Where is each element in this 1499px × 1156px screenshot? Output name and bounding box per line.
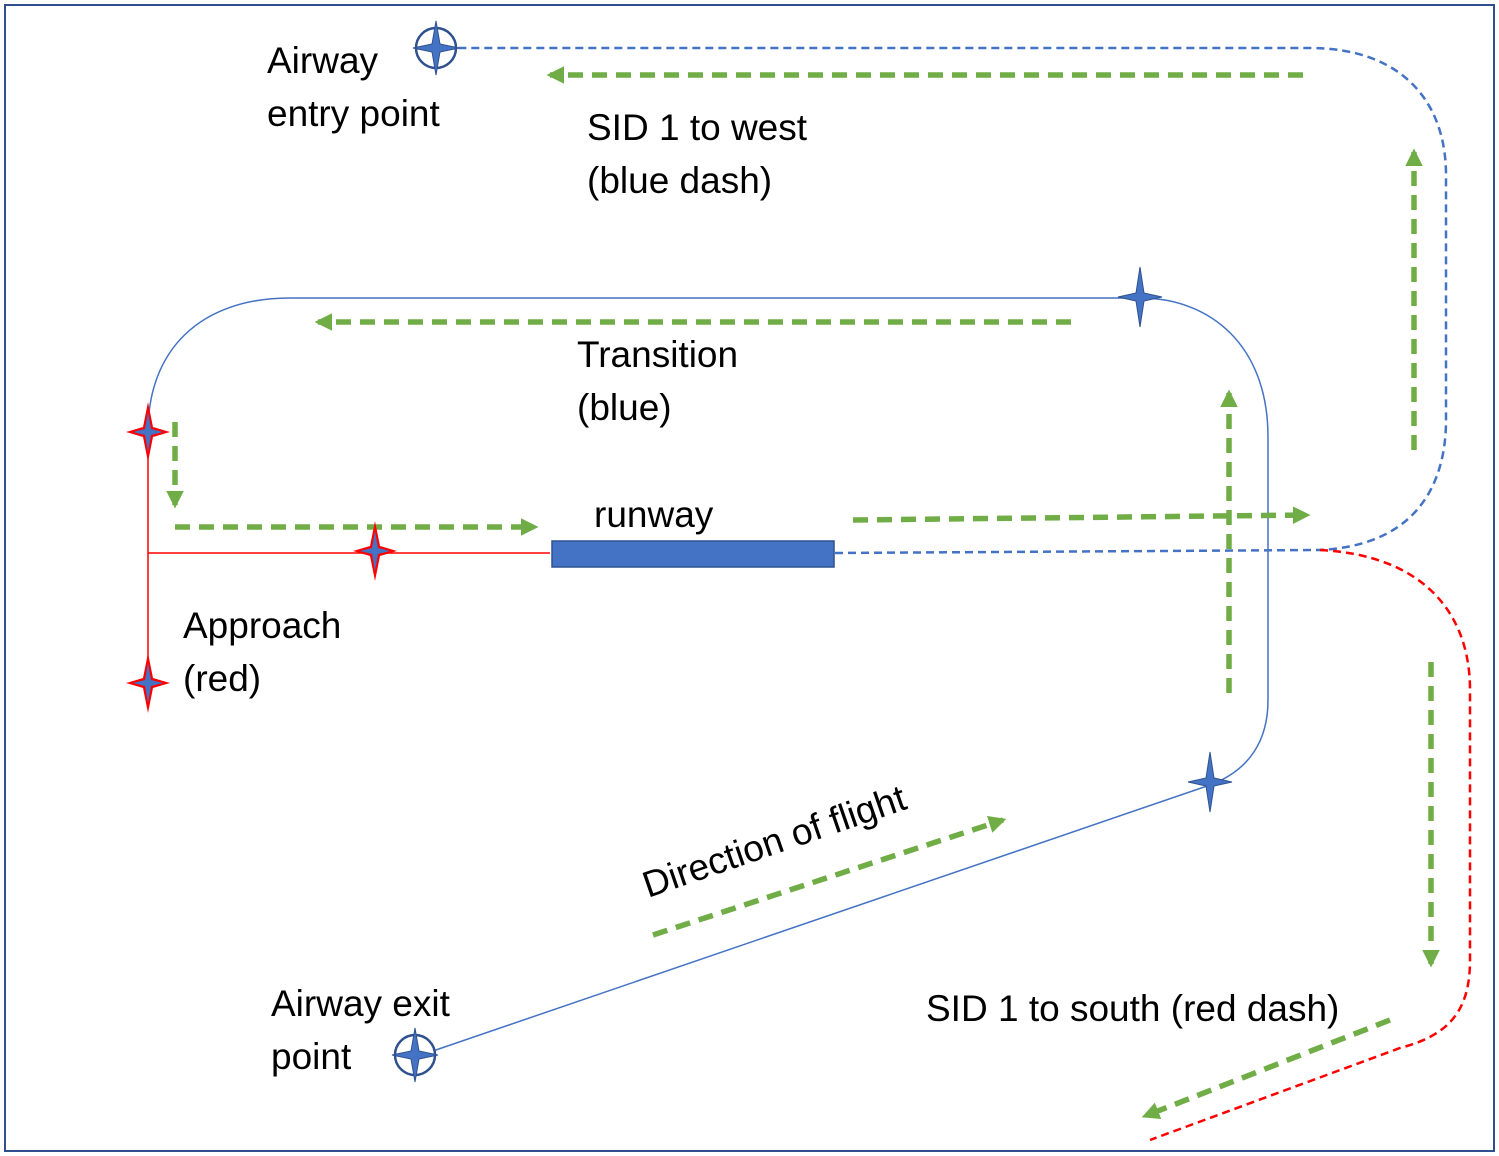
airway-exit-label-line2: point bbox=[271, 1036, 352, 1077]
airway-entry-label-line1: Airway bbox=[267, 40, 379, 81]
transition-label-line2: (blue) bbox=[577, 387, 672, 428]
waypoint-transition-top bbox=[1117, 266, 1163, 328]
runway-bar bbox=[551, 540, 835, 568]
approach-route-line bbox=[147, 432, 550, 683]
green-arrow-sid-south-exit bbox=[1141, 1017, 1392, 1120]
approach-label-line2: (red) bbox=[183, 658, 261, 699]
airway-exit-label-line1: Airway exit bbox=[271, 983, 451, 1024]
airway-entry-point-marker bbox=[412, 20, 460, 76]
waypoint-approach-bottom bbox=[126, 653, 170, 713]
sid-west-label-line2: (blue dash) bbox=[587, 160, 772, 201]
waypoint-approach-top bbox=[126, 402, 170, 462]
airway-exit-point-marker bbox=[391, 1027, 439, 1083]
flight-direction-arrows bbox=[166, 66, 1440, 1120]
transition-route-line bbox=[147, 297, 1269, 1053]
green-arrow-direction-of-flight bbox=[652, 816, 1007, 938]
runway-label: runway bbox=[594, 494, 714, 535]
four-point-star-icon bbox=[1117, 266, 1163, 328]
transition-label-line1: Transition bbox=[577, 334, 738, 375]
airway-entry-label-line2: entry point bbox=[267, 93, 440, 134]
compass-waypoint-icon bbox=[391, 1027, 439, 1083]
approach-label-line1: Approach bbox=[183, 605, 341, 646]
waypoint-approach-mid bbox=[353, 521, 397, 581]
diagram-frame bbox=[4, 4, 1495, 1152]
green-arrow-departure-right bbox=[852, 506, 1311, 524]
sid-west-route-line bbox=[455, 46, 1448, 555]
waypoint-transition-bottom bbox=[1187, 751, 1233, 813]
sid-south-label: SID 1 to south (red dash) bbox=[926, 988, 1339, 1029]
sid-west-label-line1: SID 1 to west bbox=[587, 107, 808, 148]
compass-waypoint-icon bbox=[412, 20, 460, 76]
four-point-star-icon bbox=[1187, 751, 1233, 813]
